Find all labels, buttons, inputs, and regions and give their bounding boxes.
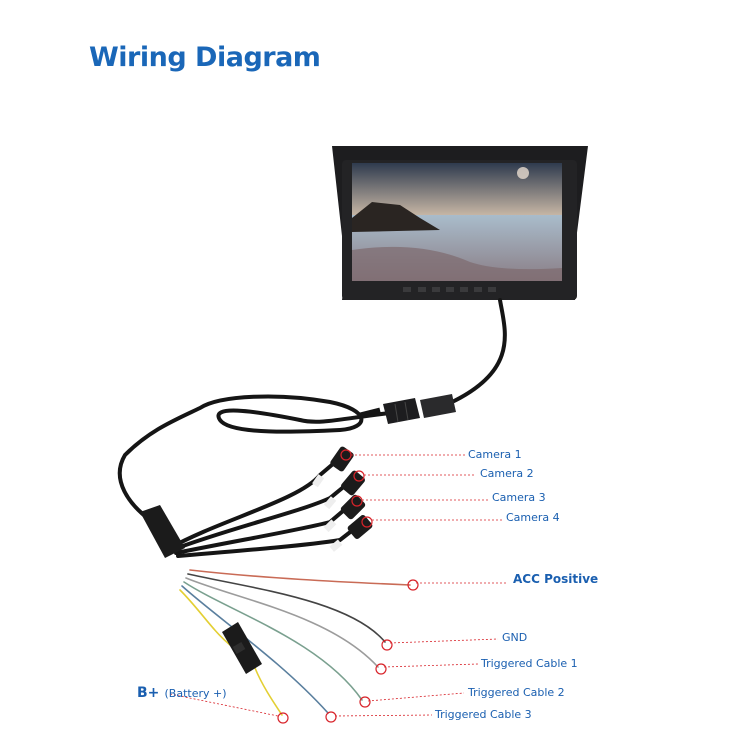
- monitor: [332, 146, 588, 300]
- label-camera-2: Camera 2: [480, 467, 534, 480]
- label-acc-positive: ACC Positive: [513, 572, 599, 586]
- marker-gnd: [381, 639, 393, 651]
- marker-camera-4: [361, 516, 373, 528]
- power-wires: [179, 569, 411, 716]
- monitor-button-1[interactable]: [403, 287, 411, 292]
- monitor-buttons: [403, 287, 496, 292]
- monitor-button-3[interactable]: [432, 287, 440, 292]
- monitor-button-5[interactable]: [460, 287, 468, 292]
- label-triggered-cable-1: Triggered Cable 1: [481, 657, 578, 670]
- markers: [277, 449, 419, 724]
- label-battery: B+ (Battery +): [137, 682, 227, 701]
- battery-text: (Battery +): [164, 687, 227, 700]
- marker-battery: [277, 712, 289, 724]
- label-camera-1: Camera 1: [468, 448, 522, 461]
- inline-connector: [359, 394, 456, 424]
- label-camera-4: Camera 4: [506, 511, 560, 524]
- battery-symbol: B+: [137, 685, 160, 701]
- label-camera-3: Camera 3: [492, 491, 546, 504]
- fuse-holder: [222, 622, 262, 674]
- marker-camera-1: [340, 449, 352, 461]
- monitor-button-6[interactable]: [474, 287, 482, 292]
- marker-trig-2: [359, 696, 371, 708]
- marker-trig-1: [375, 663, 387, 675]
- main-cable: [117, 298, 507, 522]
- leader-lines: [169, 454, 508, 717]
- monitor-button-7[interactable]: [488, 287, 496, 292]
- marker-trig-3: [325, 711, 337, 723]
- camera-connectors: [312, 446, 373, 552]
- label-triggered-cable-2: Triggered Cable 2: [468, 686, 565, 699]
- diagram-title: Wiring Diagram: [89, 42, 321, 73]
- monitor-button-2[interactable]: [418, 287, 426, 292]
- monitor-button-4[interactable]: [446, 287, 454, 292]
- marker-acc: [407, 579, 419, 591]
- marker-camera-2: [353, 470, 365, 482]
- marker-camera-3: [351, 495, 363, 507]
- breakout-sleeve: [140, 505, 185, 558]
- label-gnd: GND: [502, 631, 528, 644]
- label-triggered-cable-3: Triggered Cable 3: [435, 708, 532, 721]
